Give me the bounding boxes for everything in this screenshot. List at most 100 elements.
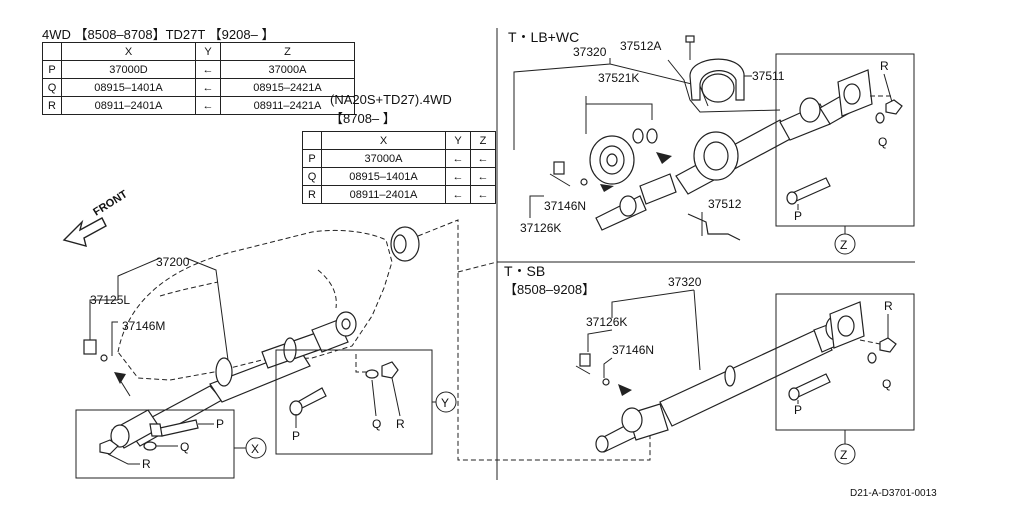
transmission-outline bbox=[117, 229, 393, 381]
table2-header-line1: (NA20S+TD27).4WD bbox=[330, 92, 452, 107]
table-row: R 08911–2401A ← 08911–2421A bbox=[42, 96, 355, 115]
leader-dashed bbox=[859, 339, 881, 345]
callout-z-bottom-circle bbox=[834, 443, 856, 465]
callout-x-circle bbox=[245, 437, 267, 459]
leader-line bbox=[111, 321, 118, 356]
arrow-icon bbox=[656, 152, 672, 164]
leader-line bbox=[107, 453, 140, 465]
table-row: X Y Z bbox=[42, 42, 355, 61]
table-row: Q 08915–1401A ← 08915–2421A bbox=[42, 78, 355, 97]
bolt-icon bbox=[788, 373, 831, 401]
label-p-z-top: P bbox=[794, 209, 802, 223]
table1-header: 4WD 【8508–8708】TD27T 【9208– 】 bbox=[42, 27, 275, 42]
arrow-up-icon bbox=[114, 372, 126, 384]
callout-y-circle bbox=[435, 391, 457, 413]
label-37511: 37511 bbox=[752, 69, 785, 83]
nut-icon bbox=[879, 337, 897, 353]
leader-line bbox=[371, 379, 377, 417]
main-propeller-shaft bbox=[110, 311, 357, 449]
label-r-z-top: R bbox=[880, 59, 889, 73]
label-p-z-bottom: P bbox=[794, 403, 802, 417]
center-bearing-bracket bbox=[689, 58, 745, 103]
leader-line bbox=[667, 59, 781, 113]
flange-icon bbox=[837, 69, 873, 117]
label-r-z-bottom: R bbox=[884, 299, 893, 313]
label-37146N-bottom: 37146N bbox=[612, 343, 654, 357]
washer-icon bbox=[602, 378, 610, 386]
table-cell: 08911–2401A bbox=[321, 185, 446, 204]
label-q-z-top: Q bbox=[878, 135, 887, 149]
leader-line bbox=[693, 289, 701, 371]
leader-line bbox=[89, 299, 118, 340]
bolt-icon bbox=[289, 387, 327, 416]
leader-line bbox=[611, 289, 695, 318]
label-q-y: Q bbox=[372, 417, 381, 431]
detail-box-x bbox=[75, 409, 235, 479]
label-37512: 37512 bbox=[708, 197, 742, 211]
leader-dashed bbox=[457, 261, 498, 273]
lower-propeller-shaft bbox=[595, 315, 855, 453]
center-bearing-rubber bbox=[589, 135, 635, 185]
bolt-icon bbox=[149, 419, 199, 437]
table1: X Y Z P 37000D ← 37000A Q 08915–1401A ← … bbox=[42, 42, 355, 115]
label-r-x: R bbox=[142, 457, 151, 471]
label-37126K-bottom: 37126K bbox=[586, 315, 627, 329]
bolt-icon bbox=[786, 177, 831, 205]
callout-x-label: X bbox=[251, 442, 259, 456]
label-q-x: Q bbox=[180, 440, 189, 454]
label-37521K: 37521K bbox=[598, 71, 639, 85]
washer-icon bbox=[365, 369, 379, 379]
nut-icon bbox=[381, 361, 399, 379]
leader-line bbox=[117, 257, 161, 300]
table-cell: 08915–2421A bbox=[220, 78, 355, 97]
washer-icon bbox=[867, 352, 877, 364]
grease-nipple-icon bbox=[549, 161, 571, 187]
table-cell: 37000D bbox=[61, 60, 196, 79]
leader-line bbox=[587, 329, 613, 352]
bolt-icon bbox=[685, 35, 695, 60]
leader-line bbox=[119, 379, 131, 397]
flange-icon bbox=[829, 301, 865, 349]
section-bottom-subtitle: 【8508–9208】 bbox=[504, 282, 595, 297]
leader-line bbox=[185, 257, 229, 361]
table-cell: 08911–2421A bbox=[220, 96, 355, 115]
upper-propeller-shaft bbox=[595, 91, 859, 231]
table-row: R 08911–2401A ← ← bbox=[302, 185, 496, 204]
callout-z-top-label: Z bbox=[840, 238, 847, 252]
washer-icon bbox=[875, 112, 885, 124]
table-row: X Y Z bbox=[302, 131, 496, 150]
grease-nipple-icon bbox=[83, 339, 108, 362]
callout-y-label: Y bbox=[441, 396, 449, 410]
label-37200: 37200 bbox=[156, 255, 190, 269]
nut-icon bbox=[885, 99, 903, 115]
arrow-icon bbox=[618, 384, 632, 396]
washer-icon bbox=[580, 178, 588, 186]
label-37320-bottom: 37320 bbox=[668, 275, 702, 289]
nut-icon bbox=[99, 439, 119, 455]
label-37320-top: 37320 bbox=[573, 45, 607, 59]
label-p-y: P bbox=[292, 429, 300, 443]
arrow-icon bbox=[600, 184, 614, 192]
table2: X Y Z P 37000A ← ← Q 08915–1401A ← ← R 0… bbox=[302, 131, 496, 204]
label-37126K-top: 37126K bbox=[520, 221, 561, 235]
callout-z-bottom-label: Z bbox=[840, 448, 847, 462]
leader-dashed bbox=[355, 354, 376, 373]
footer-code: D21-A-D3701-0013 bbox=[850, 488, 937, 499]
label-37125L: 37125L bbox=[90, 293, 130, 307]
front-label: FRONT bbox=[91, 188, 130, 218]
grease-nipple-icon bbox=[575, 353, 591, 375]
table-row: P 37000D ← 37000A bbox=[42, 60, 355, 79]
leader-line bbox=[585, 96, 653, 120]
table2-header-line2: 【8708– 】 bbox=[330, 111, 396, 126]
label-p-x: P bbox=[216, 417, 224, 431]
washer-icon bbox=[143, 441, 157, 451]
callout-z-top-circle bbox=[834, 233, 856, 255]
label-37146N-top: 37146N bbox=[544, 199, 586, 213]
table-cell: ← bbox=[195, 96, 221, 115]
leader-line bbox=[603, 357, 613, 378]
leader-line bbox=[883, 73, 893, 103]
washer-icon bbox=[632, 128, 658, 144]
section-top-title: T・LB+WC bbox=[508, 29, 579, 45]
table-cell: R bbox=[42, 96, 62, 115]
